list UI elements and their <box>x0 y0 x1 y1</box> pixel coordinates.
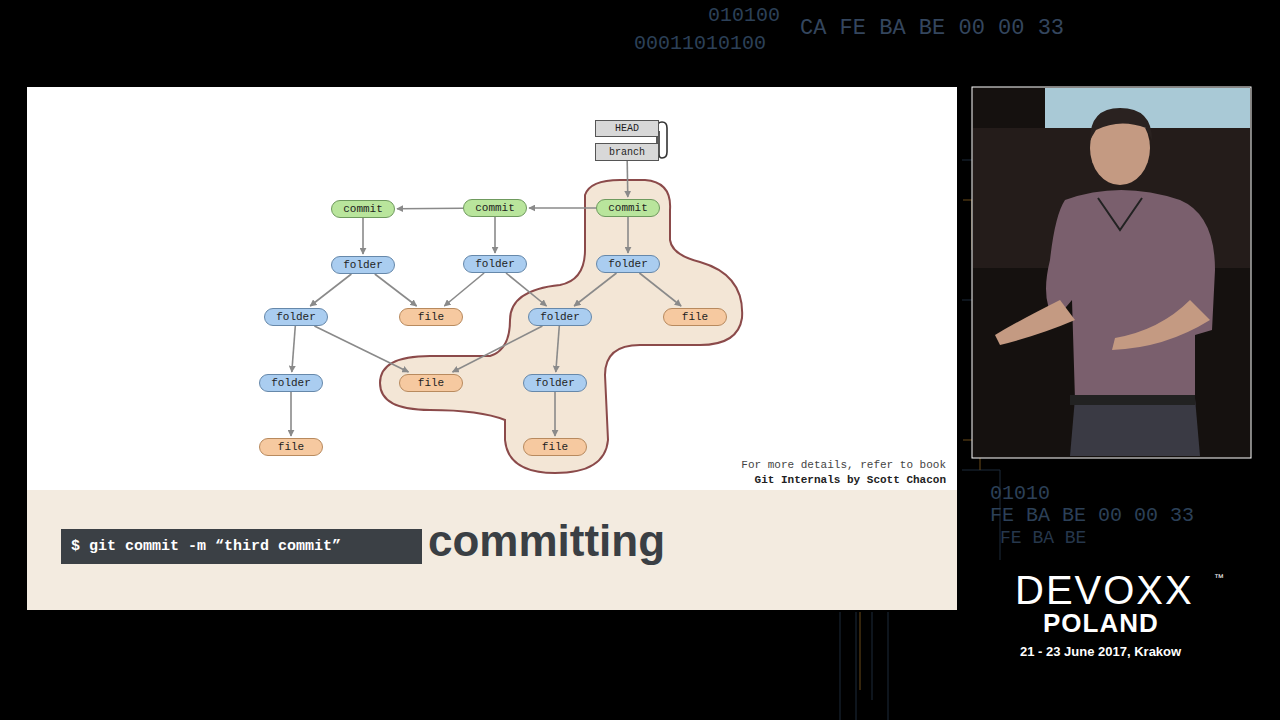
blob-node: file <box>523 438 587 456</box>
event-dates: 21 - 23 June 2017, Krakow <box>1020 644 1181 659</box>
pointer-arrow <box>506 273 547 306</box>
pointer-arrow <box>375 274 417 306</box>
pointer-arrow <box>314 326 408 372</box>
tree-node: folder <box>259 374 323 392</box>
pointer-arrow <box>627 217 629 253</box>
tree-node: folder <box>331 256 395 274</box>
node-label: file <box>418 311 444 323</box>
pointer-arrow <box>290 392 292 436</box>
blob-node: file <box>399 374 463 392</box>
node-label: commit <box>608 202 648 214</box>
slide-heading: committing <box>428 516 665 566</box>
command-bar: $ git commit -m “third commit” <box>61 529 422 564</box>
node-label: folder <box>540 311 580 323</box>
event-logo: DEVOXX <box>1015 568 1194 613</box>
commit-node: commit <box>596 199 660 217</box>
event-location: POLAND <box>1043 608 1159 639</box>
pointer-arrow <box>626 161 628 197</box>
node-label: HEAD <box>615 123 639 134</box>
blob-node: file <box>259 438 323 456</box>
pointer-arrow <box>639 273 681 306</box>
node-label: folder <box>271 377 311 389</box>
tree-node: folder <box>523 374 587 392</box>
binary-watermark: 01010 <box>990 482 1050 505</box>
pointer-arrow <box>310 274 351 306</box>
node-label: folder <box>343 259 383 271</box>
pointer-arrow <box>444 273 484 306</box>
node-label: file <box>542 441 568 453</box>
pointer-arrow <box>556 326 560 372</box>
highlight-region <box>380 180 742 473</box>
pointer-arrow <box>554 392 556 436</box>
pointer-arrow <box>494 217 496 253</box>
hex-watermark: FE BA BE <box>1000 528 1086 548</box>
node-label: branch <box>609 147 645 158</box>
commit-node: commit <box>463 199 527 217</box>
pointer-arrow <box>292 326 296 372</box>
binary-watermark: 010100 <box>708 4 780 27</box>
node-label: folder <box>535 377 575 389</box>
speaker-photo <box>972 87 1251 458</box>
pointer-arrow <box>453 326 543 372</box>
node-label: file <box>418 377 444 389</box>
binary-watermark: 00011010100 <box>634 32 766 55</box>
node-label: folder <box>608 258 648 270</box>
book-reference: Git Internals by Scott Chacon <box>755 474 946 486</box>
node-label: file <box>278 441 304 453</box>
commit-node: commit <box>331 200 395 218</box>
node-label: commit <box>475 202 515 214</box>
ref-box: HEAD <box>595 120 659 137</box>
slide-band <box>27 490 957 610</box>
hex-watermark: FE BA BE 00 00 33 <box>990 504 1194 527</box>
node-label: folder <box>475 258 515 270</box>
hex-watermark: CA FE BA BE 00 00 33 <box>800 16 1064 41</box>
footnote: For more details, refer to book <box>741 459 946 471</box>
pointer-arrow <box>529 207 596 209</box>
tree-node: folder <box>463 255 527 273</box>
tree-node: folder <box>264 308 328 326</box>
blob-node: file <box>399 308 463 326</box>
pointer-arrow <box>362 218 364 254</box>
tree-node: folder <box>528 308 592 326</box>
pointer-arrow <box>397 207 463 209</box>
node-label: commit <box>343 203 383 215</box>
node-label: folder <box>276 311 316 323</box>
blob-node: file <box>663 308 727 326</box>
tree-node: folder <box>596 255 660 273</box>
branch-box: branch <box>595 143 659 161</box>
slide <box>27 87 957 610</box>
command-text: $ git commit -m “third commit” <box>71 538 341 555</box>
node-label: file <box>682 311 708 323</box>
pointer-arrow <box>574 273 616 306</box>
trademark: ™ <box>1214 572 1224 583</box>
